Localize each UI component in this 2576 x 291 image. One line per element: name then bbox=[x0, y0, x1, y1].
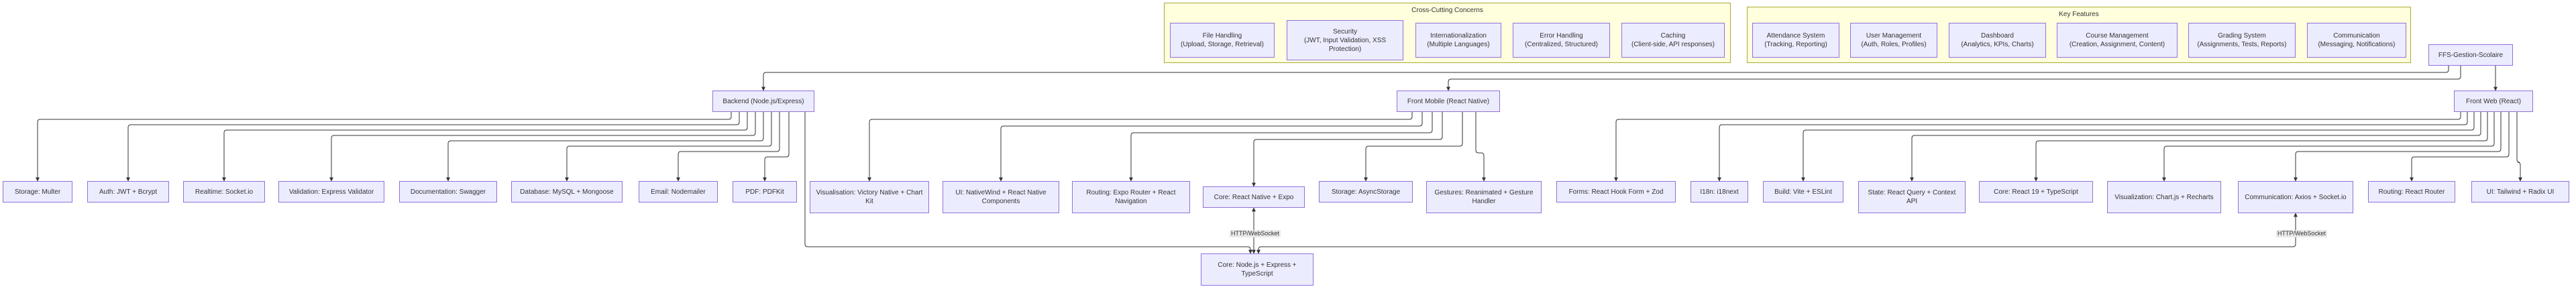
cluster-title: Cross-Cutting Concerns bbox=[1411, 7, 1483, 14]
edge-web-child bbox=[1801, 112, 2475, 182]
edge-web-child bbox=[2410, 112, 2510, 182]
node-realtime-socketio[interactable]: Realtime: Socket.io bbox=[183, 181, 265, 202]
node-routing-expo-router[interactable]: Routing: Expo Router + React Navigation bbox=[1072, 181, 1190, 213]
node-auth-jwt-bcrypt[interactable]: Auth: JWT + Bcrypt bbox=[87, 181, 169, 202]
node-course-management[interactable]: Course Management (Creation, Assignment,… bbox=[2057, 23, 2178, 58]
node-pdf-pdfkit[interactable]: PDF: PDFKit bbox=[733, 181, 797, 202]
node-core-react19-typescript[interactable]: Core: React 19 + TypeScript bbox=[1979, 181, 2093, 202]
edge-backend-child bbox=[36, 112, 732, 182]
node-gestures-reanimated[interactable]: Gestures: Reanimated + Gesture Handler bbox=[1426, 181, 1542, 213]
node-core-nodejs-express-typescript[interactable]: Core: Node.js + Express + TypeScript bbox=[1201, 253, 1313, 286]
edge-backend-child bbox=[446, 112, 764, 182]
edge-backend-child bbox=[126, 112, 740, 182]
edge-backend-child bbox=[222, 112, 748, 182]
node-i18n-i18next[interactable]: I18n: i18next bbox=[1690, 181, 1748, 202]
edge-mobile-child bbox=[1475, 112, 1486, 182]
cluster-title: Key Features bbox=[2059, 11, 2099, 18]
node-ui-nativewind[interactable]: UI: NativeWind + React Native Components bbox=[943, 181, 1059, 213]
node-front-mobile[interactable]: Front Mobile (React Native) bbox=[1397, 91, 1500, 112]
node-email-nodemailer[interactable]: Email: Nodemailer bbox=[639, 181, 718, 202]
edge-mobile-child bbox=[999, 112, 1423, 182]
node-storage-asyncstorage[interactable]: Storage: AsyncStorage bbox=[1319, 181, 1413, 202]
node-user-management[interactable]: User Management (Auth, Roles, Profiles) bbox=[1850, 23, 1937, 58]
node-routing-react-router[interactable]: Routing: React Router bbox=[2368, 181, 2455, 202]
edge-web-child bbox=[1910, 112, 2481, 182]
node-front-web[interactable]: Front Web (React) bbox=[2454, 91, 2533, 112]
node-backend[interactable]: Backend (Node.js/Express) bbox=[712, 91, 814, 112]
node-documentation-swagger[interactable]: Documentation: Swagger bbox=[399, 181, 497, 202]
edge-web-child bbox=[1717, 112, 2468, 182]
edge-mobile-child bbox=[1252, 112, 1443, 187]
edge-backend-child bbox=[565, 112, 772, 182]
node-forms-react-hook-form[interactable]: Forms: React Hook Form + Zod bbox=[1556, 181, 1676, 202]
node-communication-axios-socketio[interactable]: Communication: Axios + Socket.io bbox=[2238, 181, 2353, 213]
node-state-react-query[interactable]: State: React Query + Context API bbox=[1858, 181, 1966, 213]
node-internationalization[interactable]: Internationalization (Multiple Languages… bbox=[1415, 23, 1501, 58]
node-build-vite-eslint[interactable]: Build: Vite + ESLint bbox=[1763, 181, 1843, 202]
node-core-react-native-expo[interactable]: Core: React Native + Expo bbox=[1203, 186, 1305, 208]
edge-web-child bbox=[1614, 112, 2461, 182]
edge-web-core-link bbox=[1256, 213, 2298, 254]
node-caching[interactable]: Caching (Client-side, API responses) bbox=[1621, 23, 1725, 58]
node-storage-multer[interactable]: Storage: Multer bbox=[3, 181, 72, 202]
edge-web-child bbox=[2034, 112, 2488, 182]
node-error-handling[interactable]: Error Handling (Centralized, Structured) bbox=[1513, 23, 1610, 58]
node-database-mysql-mongoose[interactable]: Database: MySQL + Mongoose bbox=[511, 181, 623, 202]
edge-label-mobile-http-websocket: HTTP/WebSocket bbox=[1230, 230, 1281, 237]
node-communication-feature[interactable]: Communication (Messaging, Notifications) bbox=[2307, 23, 2406, 58]
edge-mobile-child bbox=[867, 112, 1413, 182]
node-visualisation-victory-native[interactable]: Visualisation: Victory Native + Chart Ki… bbox=[810, 181, 929, 213]
node-root-ffs-gestion-scolaire[interactable]: FFS-Gestion-Scolaire bbox=[2428, 44, 2513, 66]
node-validation-express-validator[interactable]: Validation: Express Validator bbox=[278, 181, 384, 202]
edge-backend-child bbox=[676, 112, 780, 182]
node-security[interactable]: Security (JWT, Input Validation, XSS Pro… bbox=[1287, 20, 1403, 60]
edge-web-child bbox=[2516, 112, 2522, 182]
edge-mobile-child bbox=[1129, 112, 1433, 182]
edge-root-backend bbox=[761, 66, 2449, 91]
edge-label-web-http-websocket: HTTP/WebSocket bbox=[2276, 230, 2327, 237]
node-ui-tailwind-radix[interactable]: UI: Tailwind + Radix UI bbox=[2471, 181, 2569, 202]
edge-web-child bbox=[2162, 112, 2495, 182]
node-attendance-system[interactable]: Attendance System (Tracking, Reporting) bbox=[1752, 23, 1839, 58]
edge-backend-child bbox=[329, 112, 756, 182]
edge-root-mobile bbox=[1446, 66, 2461, 91]
edge-web-child bbox=[2294, 112, 2502, 182]
node-visualization-chartjs[interactable]: Visualization: Chart.js + Recharts bbox=[2107, 181, 2221, 213]
node-file-handling[interactable]: File Handling (Upload, Storage, Retrieva… bbox=[1170, 23, 1275, 58]
node-grading-system[interactable]: Grading System (Assignments, Tests, Repo… bbox=[2188, 23, 2296, 58]
node-dashboard[interactable]: Dashboard (Analytics, KPIs, Charts) bbox=[1949, 23, 2046, 58]
edge-backend-child bbox=[763, 112, 790, 182]
edge-mobile-child bbox=[1364, 112, 1463, 182]
